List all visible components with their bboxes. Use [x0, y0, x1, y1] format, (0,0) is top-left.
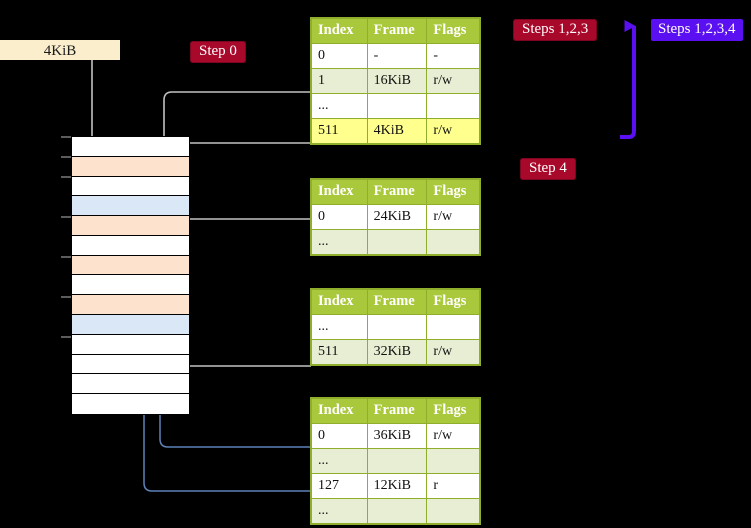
memory-frame-row: [72, 374, 189, 395]
table-cell: r/w: [426, 339, 480, 365]
table-cell: [426, 498, 480, 524]
table-cell: [426, 314, 480, 340]
table-cell: 24KiB: [366, 204, 428, 230]
table-cell: 36KiB: [366, 423, 428, 449]
table-cell: [426, 448, 480, 474]
wire-table2-row0-to-memory: [179, 218, 311, 276]
table-cell: 0: [311, 204, 368, 230]
table-cell: ...: [311, 93, 368, 119]
table-cell: 511: [311, 339, 368, 365]
table-cell: [426, 229, 480, 255]
column-header-flags: Flags: [426, 18, 480, 44]
table-cell: r/w: [426, 204, 480, 230]
column-header-flags: Flags: [426, 398, 480, 424]
memory-frame-row: [72, 295, 189, 316]
steps-123-badge: Steps 1,2,3: [513, 19, 598, 41]
table-cell: -: [426, 43, 480, 69]
table-cell: [366, 314, 428, 340]
step-0-badge: Step 0: [190, 41, 246, 63]
column-header-flags: Flags: [426, 179, 480, 205]
physical-memory-column: [71, 136, 190, 415]
table-cell: [366, 229, 428, 255]
memory-frame-row: [72, 156, 189, 177]
memory-frame-row: [72, 275, 189, 296]
memory-frame-row: [72, 334, 189, 355]
memory-size-label: 4KiB: [0, 40, 120, 60]
table-cell: [366, 448, 428, 474]
memory-frame-row: [72, 394, 189, 414]
wire-table1-row511-to-memory: [171, 142, 311, 157]
table-cell: 127: [311, 473, 368, 499]
table-cell: ...: [311, 314, 368, 340]
table-cell: [366, 498, 428, 524]
wire-steps-1234-loop: [620, 20, 636, 139]
table-row: 0--: [311, 43, 480, 69]
table-cell: [366, 93, 428, 119]
table-cell: 0: [311, 43, 368, 69]
table-row: ...: [311, 314, 480, 340]
table-row: ...: [311, 448, 480, 474]
memory-frame-row: [72, 235, 189, 256]
column-header-index: Index: [311, 18, 368, 44]
table-cell: r/w: [426, 118, 480, 144]
memory-frame-row: [72, 176, 189, 197]
steps-1234-badge: Steps 1,2,3,4: [651, 19, 743, 41]
column-header-frame: Frame: [366, 289, 428, 315]
table-cell: r/w: [426, 423, 480, 449]
column-header-index: Index: [311, 289, 368, 315]
wire-table3-row511-to-memory: [176, 314, 311, 367]
table-row: ...: [311, 498, 480, 524]
table-cell: [426, 93, 480, 119]
table-cell: 4KiB: [366, 118, 428, 144]
table-cell: ...: [311, 229, 368, 255]
table-row: ...: [311, 229, 480, 255]
table-cell: ...: [311, 498, 368, 524]
table-cell: 12KiB: [366, 473, 428, 499]
table-cell: 16KiB: [366, 68, 428, 94]
column-header-index: Index: [311, 398, 368, 424]
table-cell: 511: [311, 118, 368, 144]
memory-frame-row: [72, 315, 189, 335]
column-header-frame: Frame: [366, 398, 428, 424]
table-cell: 1: [311, 68, 368, 94]
table-cell: 0: [311, 423, 368, 449]
table-cell: ...: [311, 448, 368, 474]
memory-frame-row: [72, 255, 189, 276]
column-header-index: Index: [311, 179, 368, 205]
memory-frame-row: [72, 216, 189, 236]
column-header-frame: Frame: [366, 179, 428, 205]
table-row: ...: [311, 93, 480, 119]
memory-frame-row: [72, 196, 189, 217]
table-cell: -: [366, 43, 428, 69]
table-cell: r/w: [426, 68, 480, 94]
table-cell: 32KiB: [366, 339, 428, 365]
column-header-frame: Frame: [366, 18, 428, 44]
step-4-badge: Step 4: [520, 158, 576, 180]
memory-frame-row: [72, 354, 189, 375]
memory-frame-row: [72, 137, 189, 157]
column-header-flags: Flags: [426, 289, 480, 315]
table-cell: r: [426, 473, 480, 499]
